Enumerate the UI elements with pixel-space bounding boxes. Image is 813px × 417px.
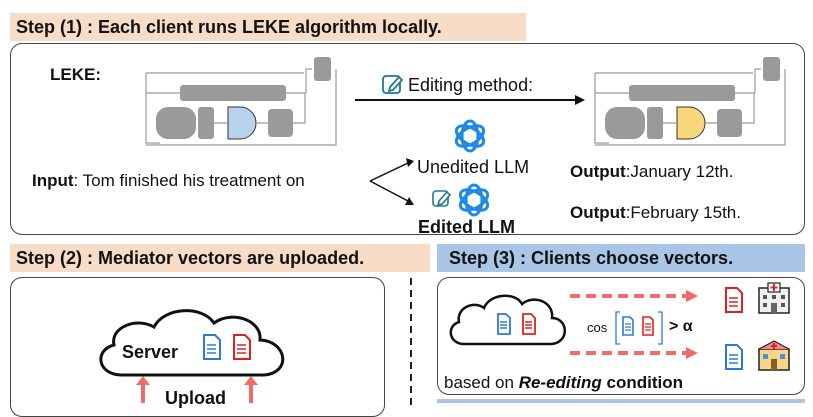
alpha-label: > α — [669, 318, 693, 335]
output2-bold: Output — [570, 203, 626, 222]
document-blue-icon — [203, 334, 221, 360]
hospital-icon — [758, 282, 790, 314]
input-bold: Input — [32, 171, 74, 190]
output1-text: :January 12th. — [625, 162, 734, 181]
document-red-icon — [233, 334, 251, 360]
output1-line: Output:January 12th. — [570, 162, 733, 182]
leke-diagram-original — [145, 57, 337, 146]
leke-label: LEKE: — [50, 65, 101, 84]
condition-line: based on Re-editing condition — [444, 373, 683, 393]
input-text: : Tom finished his treatment on — [73, 171, 305, 190]
step2-header: Step (2) : Mediator vectors are uploaded… — [10, 244, 430, 272]
condition-italic: Re-editing — [518, 373, 602, 392]
document-red-icon — [725, 287, 743, 313]
branch-arrows — [369, 158, 414, 205]
red-dashed-arrows — [570, 290, 698, 359]
unedited-llm-label: Unedited LLM — [417, 157, 530, 177]
upload-label: Upload — [165, 388, 226, 408]
cos-label: cos — [587, 320, 608, 335]
pencil-icon — [382, 75, 404, 94]
output1-bold: Output — [570, 162, 626, 181]
document-red-icon — [642, 316, 654, 336]
leke-diagram-edited — [594, 57, 786, 146]
edited-llm-label: Edited LLM — [418, 217, 515, 237]
step1-header: Step (1) : Each client runs LEKE algorit… — [10, 13, 526, 41]
input-line: Input: Tom finished his treatment on — [32, 171, 305, 191]
step3-header: Step (3) : Clients choose vectors. — [437, 244, 805, 272]
condition-prefix: based on — [444, 373, 519, 392]
step4-header-partial — [437, 399, 805, 403]
editing-method-label: Editing method: — [408, 75, 534, 95]
pencil-icon — [432, 190, 452, 207]
document-blue-icon — [622, 316, 634, 336]
document-red-icon — [522, 313, 536, 335]
hospital-icon — [758, 340, 790, 371]
output2-line: Output:February 15th. — [570, 203, 741, 223]
comparison-bracket — [615, 311, 663, 345]
editing-arrow — [355, 95, 585, 105]
openai-icon — [458, 183, 490, 217]
document-blue-icon — [497, 313, 511, 335]
divider — [410, 278, 412, 408]
openai-icon — [454, 119, 486, 153]
output2-text: :February 15th. — [625, 203, 741, 222]
server-label: Server — [122, 342, 179, 362]
document-blue-icon — [725, 344, 743, 370]
upload-arrows — [136, 376, 258, 403]
condition-suffix: condition — [601, 373, 684, 392]
